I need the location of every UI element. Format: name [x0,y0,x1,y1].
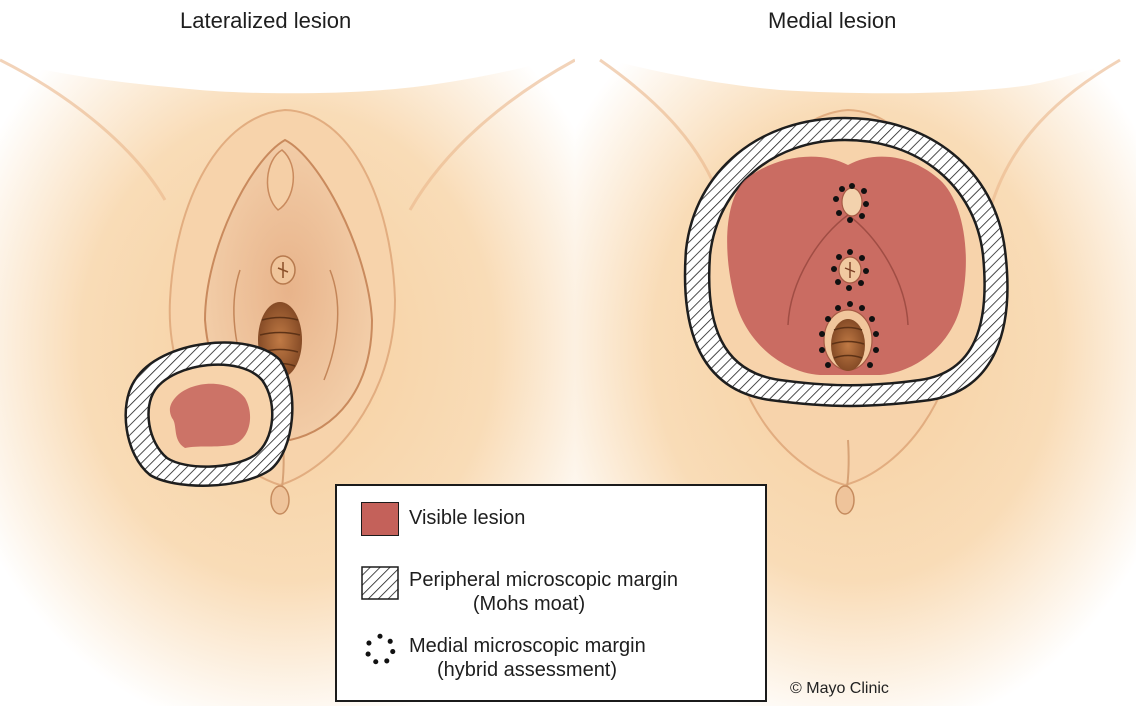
legend-medial-margin-sublabel: (hybrid assessment) [409,658,645,682]
right-panel-title: Medial lesion [768,8,896,34]
legend-visible-lesion-label: Visible lesion [409,506,525,530]
legend-peripheral-margin-sublabel: (Mohs moat) [409,592,649,616]
legend-medial-margin-label: Medial microscopic margin [409,634,646,658]
legend-dot-ring-swatch [361,632,399,666]
left-visible-lesion [170,384,250,448]
left-panel-title: Lateralized lesion [180,8,351,34]
legend-peripheral-margin-label: Peripheral microscopic margin [409,568,678,592]
copyright-notice: © Mayo Clinic [790,680,889,698]
legend-hatch-swatch [361,566,399,600]
legend-box: Visible lesion Peripheral microscopic ma… [335,484,767,702]
right-lesion-group [685,118,1007,406]
left-lesion-group [126,343,293,486]
legend-visible-lesion-swatch [361,502,399,536]
